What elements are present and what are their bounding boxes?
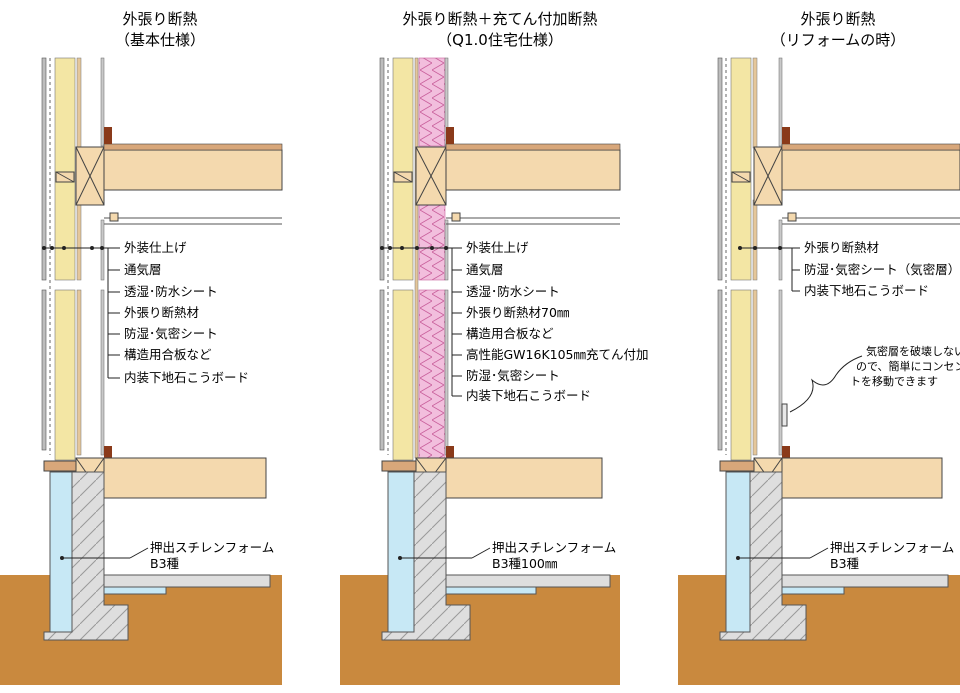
label-air-gap: 通気層 [466,262,504,277]
panel-1: 外張り断熱 （基本仕様） [0,10,283,685]
slab [103,574,271,588]
wall-layers [379,57,449,461]
xps-insulation [49,471,73,639]
label-foundation-xps: 押出スチレンフォーム [150,540,274,555]
label-foundation-xps: 押出スチレンフォーム [492,540,616,555]
panel-3-title-line1: 外張り断熱 [800,10,875,28]
note-line-1: 気密層を破壊しない [866,344,960,358]
floor-joist-upper [103,149,283,191]
foundation-concrete [381,471,471,641]
leader-dots [736,246,782,560]
label-vapor-barrier: 防湿･気密シート [466,368,560,383]
label-exterior-finish: 外装仕上げ [466,240,529,255]
label-foundation-grade: B3種100㎜ [492,556,558,571]
label-exterior-finish: 外装仕上げ [124,240,187,255]
panel-1-title-line2: （基本仕様） [115,31,205,49]
leader-lines [738,247,863,559]
label-glass-wool: 高性能GW16K105㎜充てん付加 [466,347,649,362]
glass-wool-fill [418,57,446,147]
panel-2-title-line2: （Q1.0住宅仕様） [437,31,563,49]
floor-joist-lower [781,457,943,499]
floor-joist-lower [103,457,267,499]
floor-joist-upper [781,149,960,191]
foundation-concrete [43,471,129,641]
xps-insulation [387,471,415,639]
label-exterior-insulation: 外張り断熱材70㎜ [466,305,570,320]
label-breathable-membrane: 透湿･防水シート [124,284,218,299]
label-structural-plywood: 構造用合板など [124,347,212,362]
leader-dots [42,246,104,560]
label-gypsum-board: 内装下地石こうボード [124,370,249,385]
label-foundation-xps: 押出スチレンフォーム [830,540,954,555]
note-line-2: ので、簡単にコンセン [856,359,960,373]
foundation-concrete [719,471,807,641]
panel-3-title-line2: （リフォームの時） [771,31,906,49]
label-structural-plywood: 構造用合板など [466,326,554,341]
label-gypsum-board: 内装下地石こうボード [466,388,591,403]
leader-dots [380,246,448,560]
label-exterior-insulation: 外張り断熱材 [124,305,199,320]
xps-insulation [725,471,751,639]
label-air-gap: 通気層 [124,262,162,277]
label-foundation-grade: B3種 [830,556,860,571]
note-line-3: トを移動できます [850,374,938,388]
floor-joist-lower [445,457,603,499]
leader-lines [380,247,491,559]
panel-2: 外張り断熱＋充てん付加断熱 （Q1.0住宅仕様） [340,10,649,685]
slab [781,574,949,588]
outlet-box [781,403,788,427]
label-vapor-barrier: 防湿･気密シート（気密層） [804,262,960,277]
wall-layers [717,57,788,461]
panel-1-title-line1: 外張り断熱 [122,10,197,28]
label-gypsum-board: 内装下地石こうボード [804,283,929,298]
panel-2-title-line1: 外張り断熱＋充てん付加断熱 [402,10,597,28]
leader-lines [42,247,149,559]
label-foundation-grade: B3種 [150,556,180,571]
wall-layers [41,57,105,461]
floor-joist-upper [445,149,621,191]
panel-3: 外張り断熱 （リフォームの時） [678,10,960,685]
slab [445,574,611,588]
label-exterior-insulation: 外張り断熱材 [804,240,879,255]
label-vapor-barrier: 防湿･気密シート [124,326,218,341]
label-breathable-membrane: 透湿･防水シート [466,284,560,299]
